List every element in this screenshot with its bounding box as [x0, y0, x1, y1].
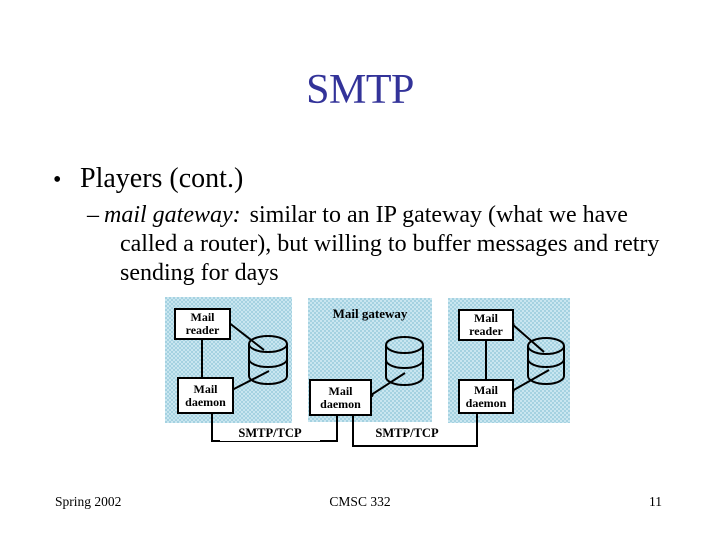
- mail-reader-box-left: Mail reader: [174, 308, 231, 340]
- disk-icon-middle: [385, 336, 424, 386]
- reader3-disk-link: [511, 323, 545, 353]
- footer-date: Spring 2002: [55, 494, 122, 509]
- mail-daemon-box-right: Mail daemon: [458, 379, 514, 414]
- smtp-connector-1: [211, 414, 338, 442]
- footer-course: CMSC 332: [329, 494, 391, 509]
- dash-marker: –: [87, 202, 99, 228]
- mail-daemon-box-left: Mail daemon: [177, 377, 234, 414]
- smtp-connector-2: [352, 414, 478, 447]
- sub-bullet-line1: similar to an IP gateway (what we have: [249, 202, 628, 228]
- sub-bullet-line2: called a router), but willing to buffer …: [120, 231, 660, 257]
- daemon2-disk-link: [370, 372, 406, 396]
- reader1-disk-link: [227, 321, 265, 351]
- smtp-tcp-label-1: SMTP/TCP: [220, 426, 320, 441]
- disk-icon-left: [248, 335, 288, 385]
- smtp-tcp-label-2: SMTP/TCP: [357, 426, 457, 441]
- mail-daemon-box-gateway: Mail daemon: [309, 379, 372, 416]
- sub-bullet-term: mail gateway:: [104, 202, 241, 228]
- bullet-text: Players (cont.): [80, 163, 244, 194]
- bullet-dot-icon: •: [53, 167, 62, 193]
- mail-reader-box-right: Mail reader: [458, 309, 514, 341]
- sub-bullet-item: –mail gateway: similar to an IP gateway (…: [87, 201, 705, 288]
- daemon1-disk-link: [229, 370, 270, 392]
- mail-gateway-label: Mail gateway: [332, 306, 408, 321]
- bullet-item: • Players (cont.): [53, 162, 243, 197]
- disk-icon-right: [527, 337, 565, 385]
- sub-bullet-line3: sending for days: [120, 260, 279, 286]
- slide-title: SMTP: [306, 67, 414, 113]
- footer-page-number: 11: [649, 494, 662, 509]
